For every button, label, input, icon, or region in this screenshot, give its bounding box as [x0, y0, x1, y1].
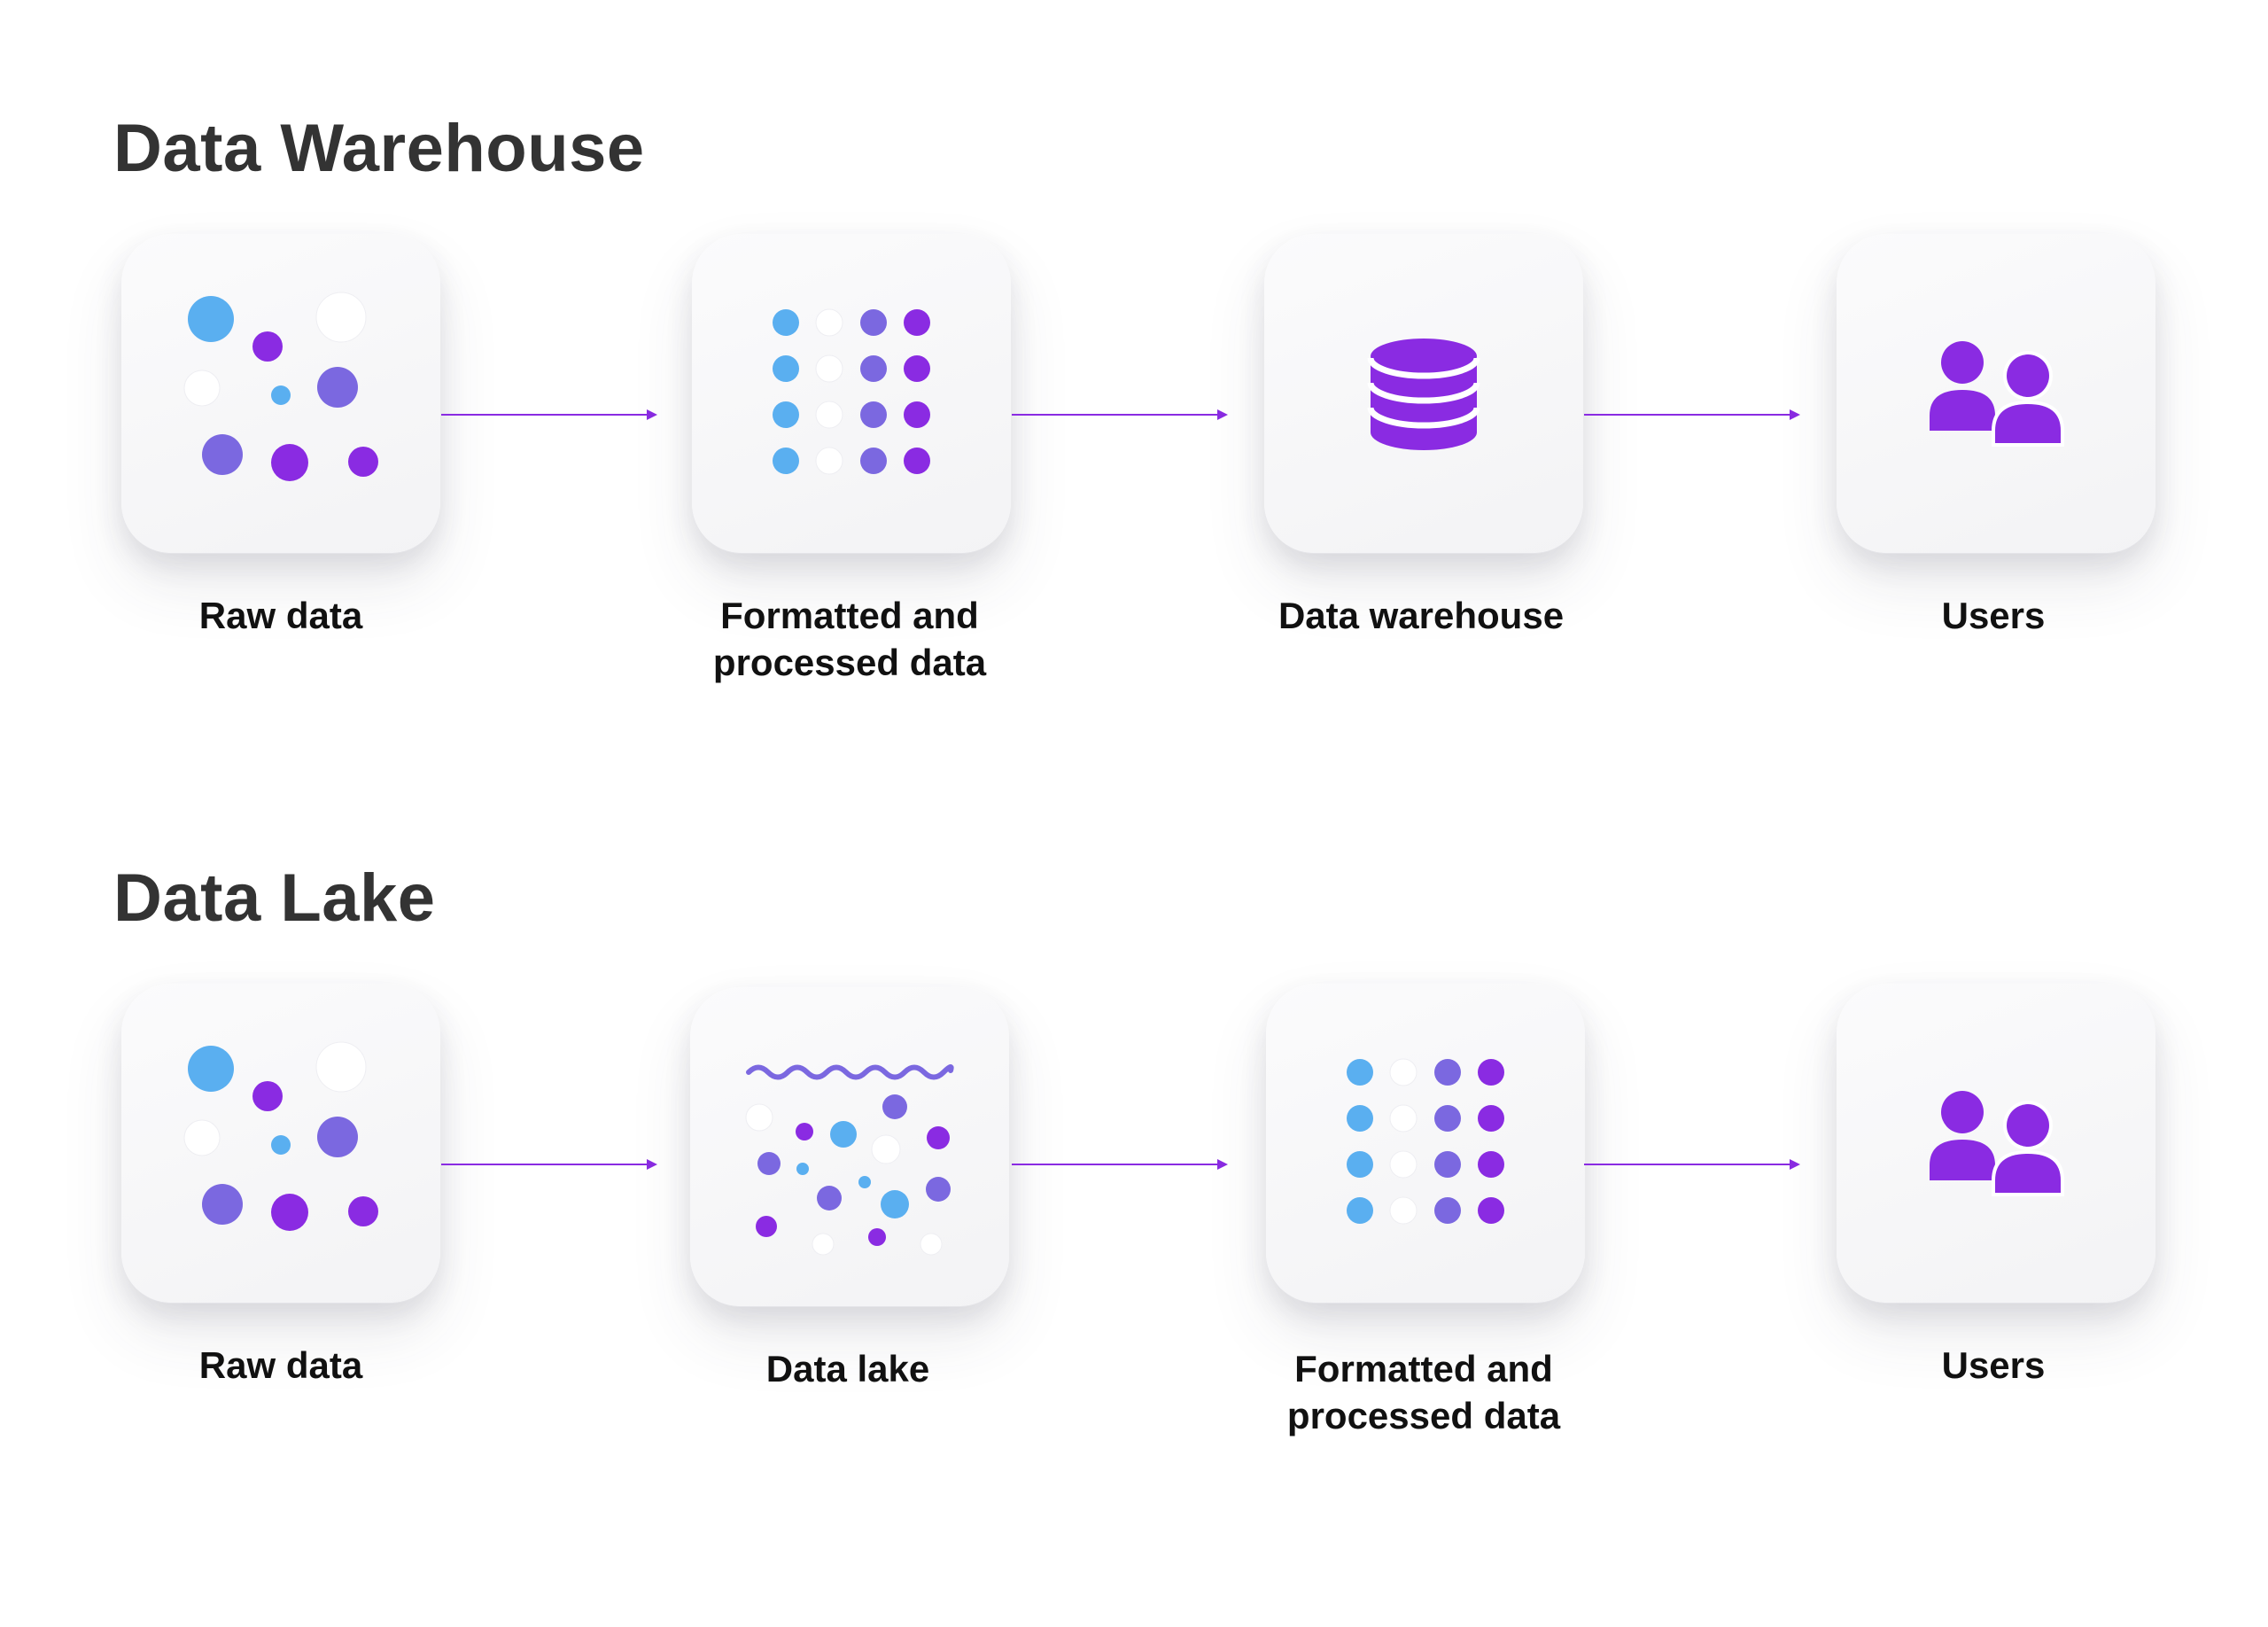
lake-users-label: Users — [1941, 1344, 2046, 1386]
lake-storage-label: Data lake — [765, 1348, 930, 1390]
scattered-dots-icon — [183, 292, 378, 481]
lake-raw-data-tile — [121, 984, 440, 1303]
warehouse-raw-data-tile — [121, 234, 440, 553]
warehouse-arrow-3 — [1584, 409, 1800, 420]
warehouse-users-tile — [1837, 234, 2155, 553]
lake-title: Data Lake — [113, 860, 436, 936]
warehouse-formatted-data-tile — [692, 234, 1011, 553]
lake-arrow-1 — [441, 1159, 657, 1170]
warehouse-arrow-1 — [441, 409, 657, 420]
dot-grid-icon — [1347, 1058, 1504, 1225]
warehouse-storage-label: Data warehouse — [1278, 595, 1565, 636]
users-icon — [1930, 341, 2064, 447]
lake-arrow-3 — [1584, 1159, 1800, 1170]
lake-users-tile — [1837, 984, 2155, 1303]
lake-icon — [745, 1064, 954, 1256]
users-icon — [1930, 1091, 2064, 1196]
warehouse-arrow-2 — [1012, 409, 1228, 420]
database-icon — [1367, 339, 1480, 450]
lake-raw-data-label: Raw data — [198, 1344, 363, 1386]
warehouse-raw-data-label: Raw data — [198, 595, 363, 636]
lake-arrow-2 — [1012, 1159, 1228, 1170]
scattered-dots-icon — [183, 1041, 378, 1231]
warehouse-users-label: Users — [1941, 595, 2046, 636]
lake-storage-tile — [690, 987, 1009, 1306]
dot-grid-icon — [773, 308, 930, 475]
warehouse-storage-tile — [1264, 234, 1583, 553]
lake-formatted-data-tile — [1266, 984, 1585, 1303]
warehouse-formatted-data-label: Formatted and processed data — [712, 595, 987, 683]
lake-formatted-data-label: Formatted and processed data — [1286, 1348, 1561, 1436]
warehouse-title: Data Warehouse — [113, 111, 645, 186]
